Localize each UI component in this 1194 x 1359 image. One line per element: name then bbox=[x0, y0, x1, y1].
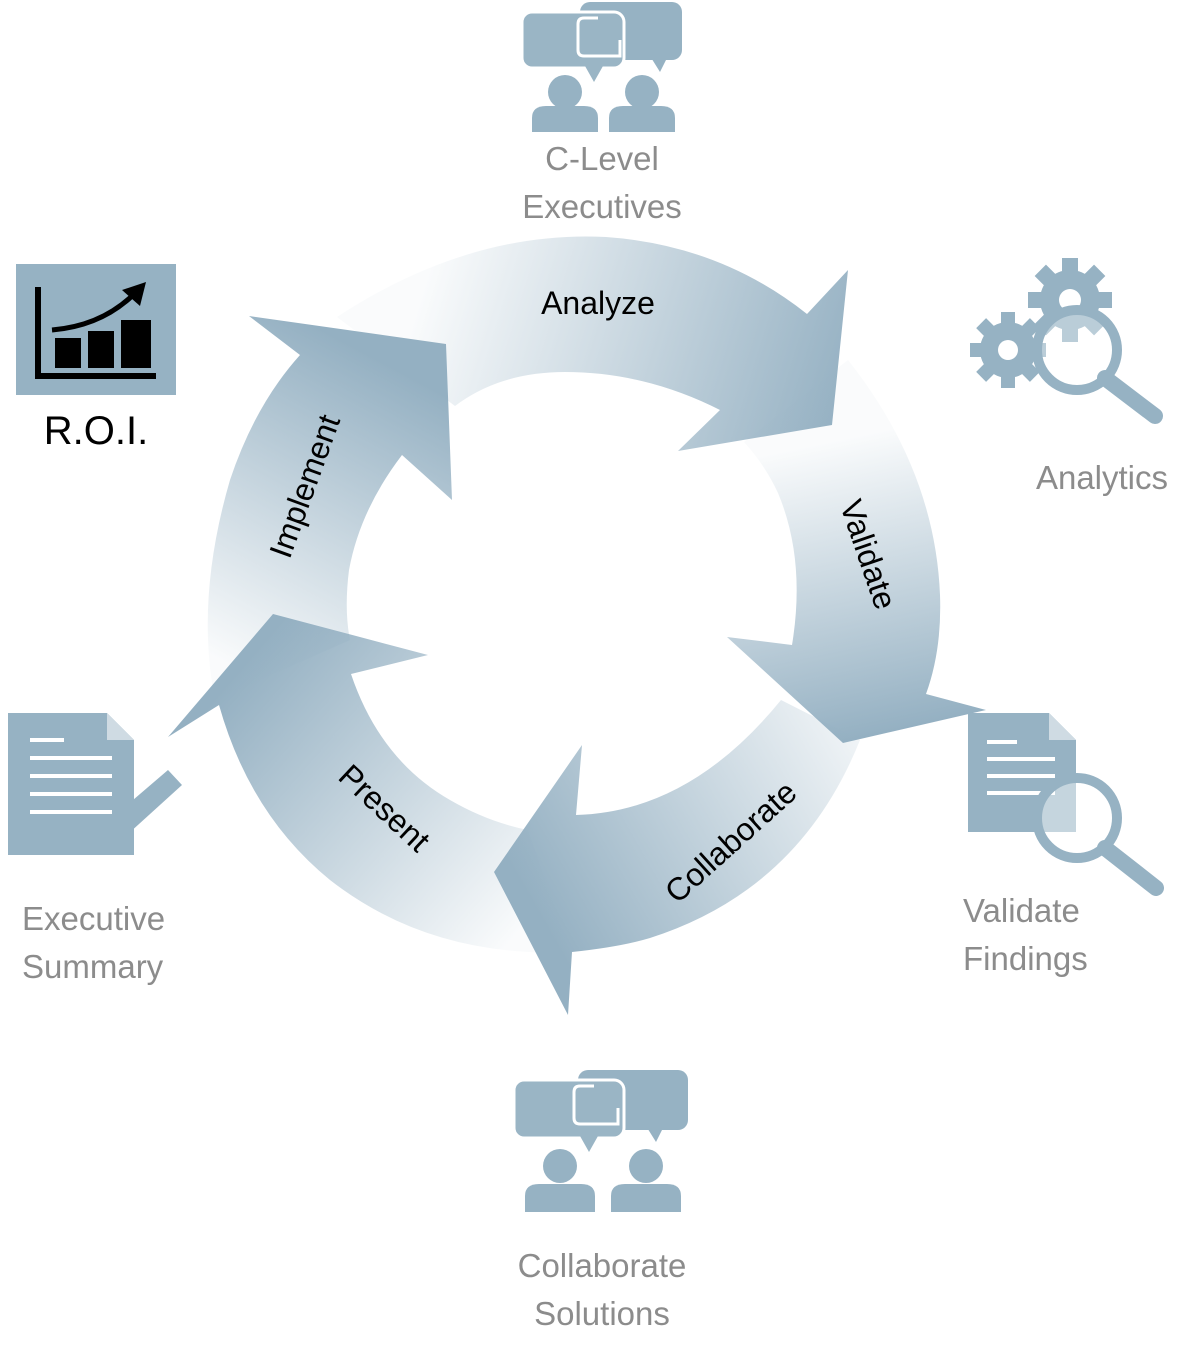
caption-executive-summary-line2: Summary bbox=[22, 948, 164, 985]
people-chat-icon bbox=[512, 1070, 688, 1212]
caption-validate-findings-line1: Validate bbox=[963, 892, 1080, 929]
caption-analytics: Analytics bbox=[1036, 459, 1168, 496]
caption-c-level-line2: Executives bbox=[522, 188, 682, 225]
growth-chart-icon bbox=[16, 264, 176, 395]
people-chat-icon bbox=[520, 2, 682, 132]
executive-summary-node: Executive Summary bbox=[8, 713, 182, 985]
arrow-validate bbox=[727, 360, 986, 743]
caption-collaborate-solutions-line2: Solutions bbox=[534, 1295, 670, 1332]
gears-magnifier-icon bbox=[970, 258, 1163, 424]
caption-executive-summary-line1: Executive bbox=[22, 900, 165, 937]
stage-label-analyze: Analyze bbox=[541, 285, 655, 321]
analytics-node: Analytics bbox=[970, 258, 1168, 496]
caption-c-level-line1: C-Level bbox=[545, 140, 659, 177]
document-magnifier-icon bbox=[968, 713, 1164, 896]
arrow-analyze bbox=[337, 236, 848, 451]
validate-findings-node: Validate Findings bbox=[963, 713, 1164, 977]
caption-collaborate-solutions-line1: Collaborate bbox=[518, 1247, 687, 1284]
roi-node: R.O.I. bbox=[16, 264, 176, 453]
roi-label: R.O.I. bbox=[44, 409, 148, 453]
c-level-executives-node: C-Level Executives bbox=[520, 2, 682, 225]
cycle-arrows bbox=[168, 236, 986, 1015]
arrow-collaborate bbox=[494, 700, 860, 1015]
arrow-implement bbox=[207, 316, 452, 700]
document-pen-icon bbox=[8, 713, 182, 855]
collaborate-solutions-node: Collaborate Solutions bbox=[512, 1070, 688, 1332]
arrow-present bbox=[168, 614, 570, 953]
caption-validate-findings-line2: Findings bbox=[963, 940, 1088, 977]
